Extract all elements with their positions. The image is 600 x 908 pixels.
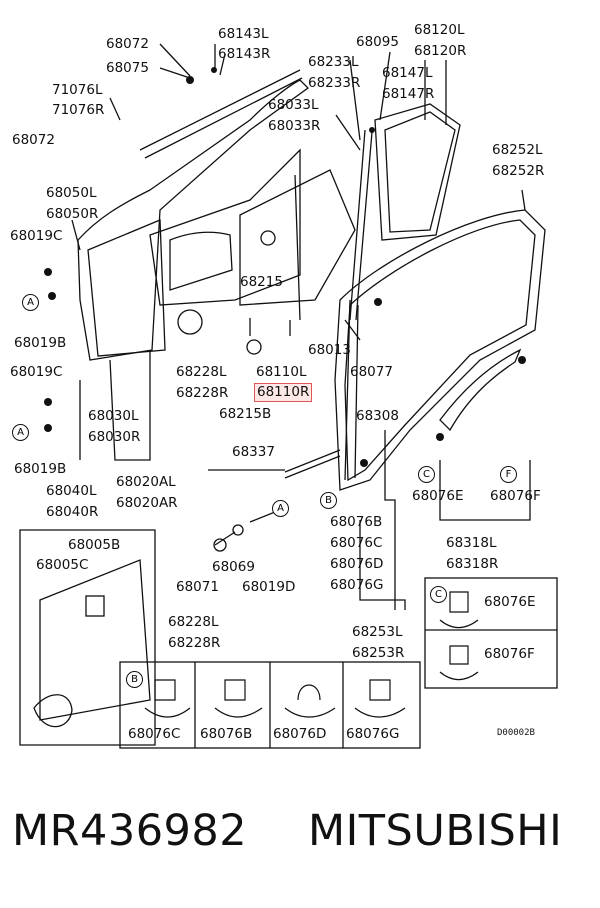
callout-c: F xyxy=(500,466,517,483)
label-68050L: 68050L xyxy=(46,185,97,201)
label-68308: 68308 xyxy=(356,408,399,424)
label-68318R: 68318R xyxy=(446,556,499,572)
label-68147L: 68147L xyxy=(382,65,433,81)
label-68019B: 68019B xyxy=(14,461,67,477)
label-68033L: 68033L xyxy=(268,97,319,113)
label-68020AL: 68020AL xyxy=(116,474,176,490)
callout-b: B xyxy=(320,492,337,509)
label-68228R: 68228R xyxy=(168,635,221,651)
label-68143R: 68143R xyxy=(218,46,271,62)
callout-a: A xyxy=(12,424,29,441)
label-68215: 68215 xyxy=(240,274,283,290)
parts-diagram: 68072 68075 68143L 68143R 71076L 71076R … xyxy=(10,22,558,749)
label-68228R: 68228R xyxy=(176,385,229,401)
label-68233R: 68233R xyxy=(308,75,361,91)
label-68040L: 68040L xyxy=(46,483,97,499)
label-68076F: 68076F xyxy=(484,646,535,662)
label-68228L: 68228L xyxy=(176,364,227,380)
label-68076D: 68076D xyxy=(330,556,384,572)
label-68252R: 68252R xyxy=(492,163,545,179)
label-68019C: 68019C xyxy=(10,364,63,380)
exploded-view-drawing xyxy=(19,43,558,749)
label-68253R: 68253R xyxy=(352,645,405,661)
label-68072: 68072 xyxy=(106,36,149,52)
label-68076C: 68076C xyxy=(330,535,383,551)
label-68076D: 68076D xyxy=(273,726,327,742)
label-68030L: 68030L xyxy=(88,408,139,424)
label-68252L: 68252L xyxy=(492,142,543,158)
label-68050R: 68050R xyxy=(46,206,99,222)
label-68233L: 68233L xyxy=(308,54,359,70)
label-68337: 68337 xyxy=(232,444,275,460)
callout-a: A xyxy=(272,500,289,517)
label-68253L: 68253L xyxy=(352,624,403,640)
callout-a: A xyxy=(22,294,39,311)
drawing-code: D00002B xyxy=(497,728,535,738)
label-68143L: 68143L xyxy=(218,26,269,42)
label-68076B: 68076B xyxy=(330,514,383,530)
label-68120L: 68120L xyxy=(414,22,465,38)
label-68069: 68069 xyxy=(212,559,255,575)
label-68076B: 68076B xyxy=(200,726,253,742)
label-71076R: 71076R xyxy=(52,102,105,118)
label-68019D: 68019D xyxy=(242,579,296,595)
label-68076G: 68076G xyxy=(330,577,384,593)
label-68030R: 68030R xyxy=(88,429,141,445)
label-68020AR: 68020AR xyxy=(116,495,178,511)
label-68318L: 68318L xyxy=(446,535,497,551)
callout-c: C xyxy=(418,466,435,483)
callout-b: B xyxy=(126,671,143,688)
label-68005C: 68005C xyxy=(36,557,89,573)
label-68120R: 68120R xyxy=(414,43,467,59)
label-68076G: 68076G xyxy=(346,726,400,742)
label-68019B: 68019B xyxy=(14,335,67,351)
label-68013: 68013 xyxy=(308,342,351,358)
label-68072: 68072 xyxy=(12,132,55,148)
label-68147R: 68147R xyxy=(382,86,435,102)
label-68076E: 68076E xyxy=(412,488,464,504)
label-68076E: 68076E xyxy=(484,594,536,610)
label-68019C: 68019C xyxy=(10,228,63,244)
part-number: MR436982 xyxy=(12,806,248,856)
label-68215B: 68215B xyxy=(219,406,272,422)
brand-name: MITSUBISHI xyxy=(308,806,563,856)
label-68033R: 68033R xyxy=(268,118,321,134)
label-68075: 68075 xyxy=(106,60,149,76)
label-68071: 68071 xyxy=(176,579,219,595)
label-68040R: 68040R xyxy=(46,504,99,520)
label-68077: 68077 xyxy=(350,364,393,380)
label-68110R-highlighted: 68110R xyxy=(253,383,313,402)
callout-c: C xyxy=(430,586,447,603)
label-68228L: 68228L xyxy=(168,614,219,630)
label-68076F: 68076F xyxy=(490,488,541,504)
label-71076L: 71076L xyxy=(52,82,103,98)
label-68110L: 68110L xyxy=(256,364,307,380)
label-68095: 68095 xyxy=(356,34,399,50)
label-68005B: 68005B xyxy=(68,537,121,553)
label-68076C: 68076C xyxy=(128,726,181,742)
